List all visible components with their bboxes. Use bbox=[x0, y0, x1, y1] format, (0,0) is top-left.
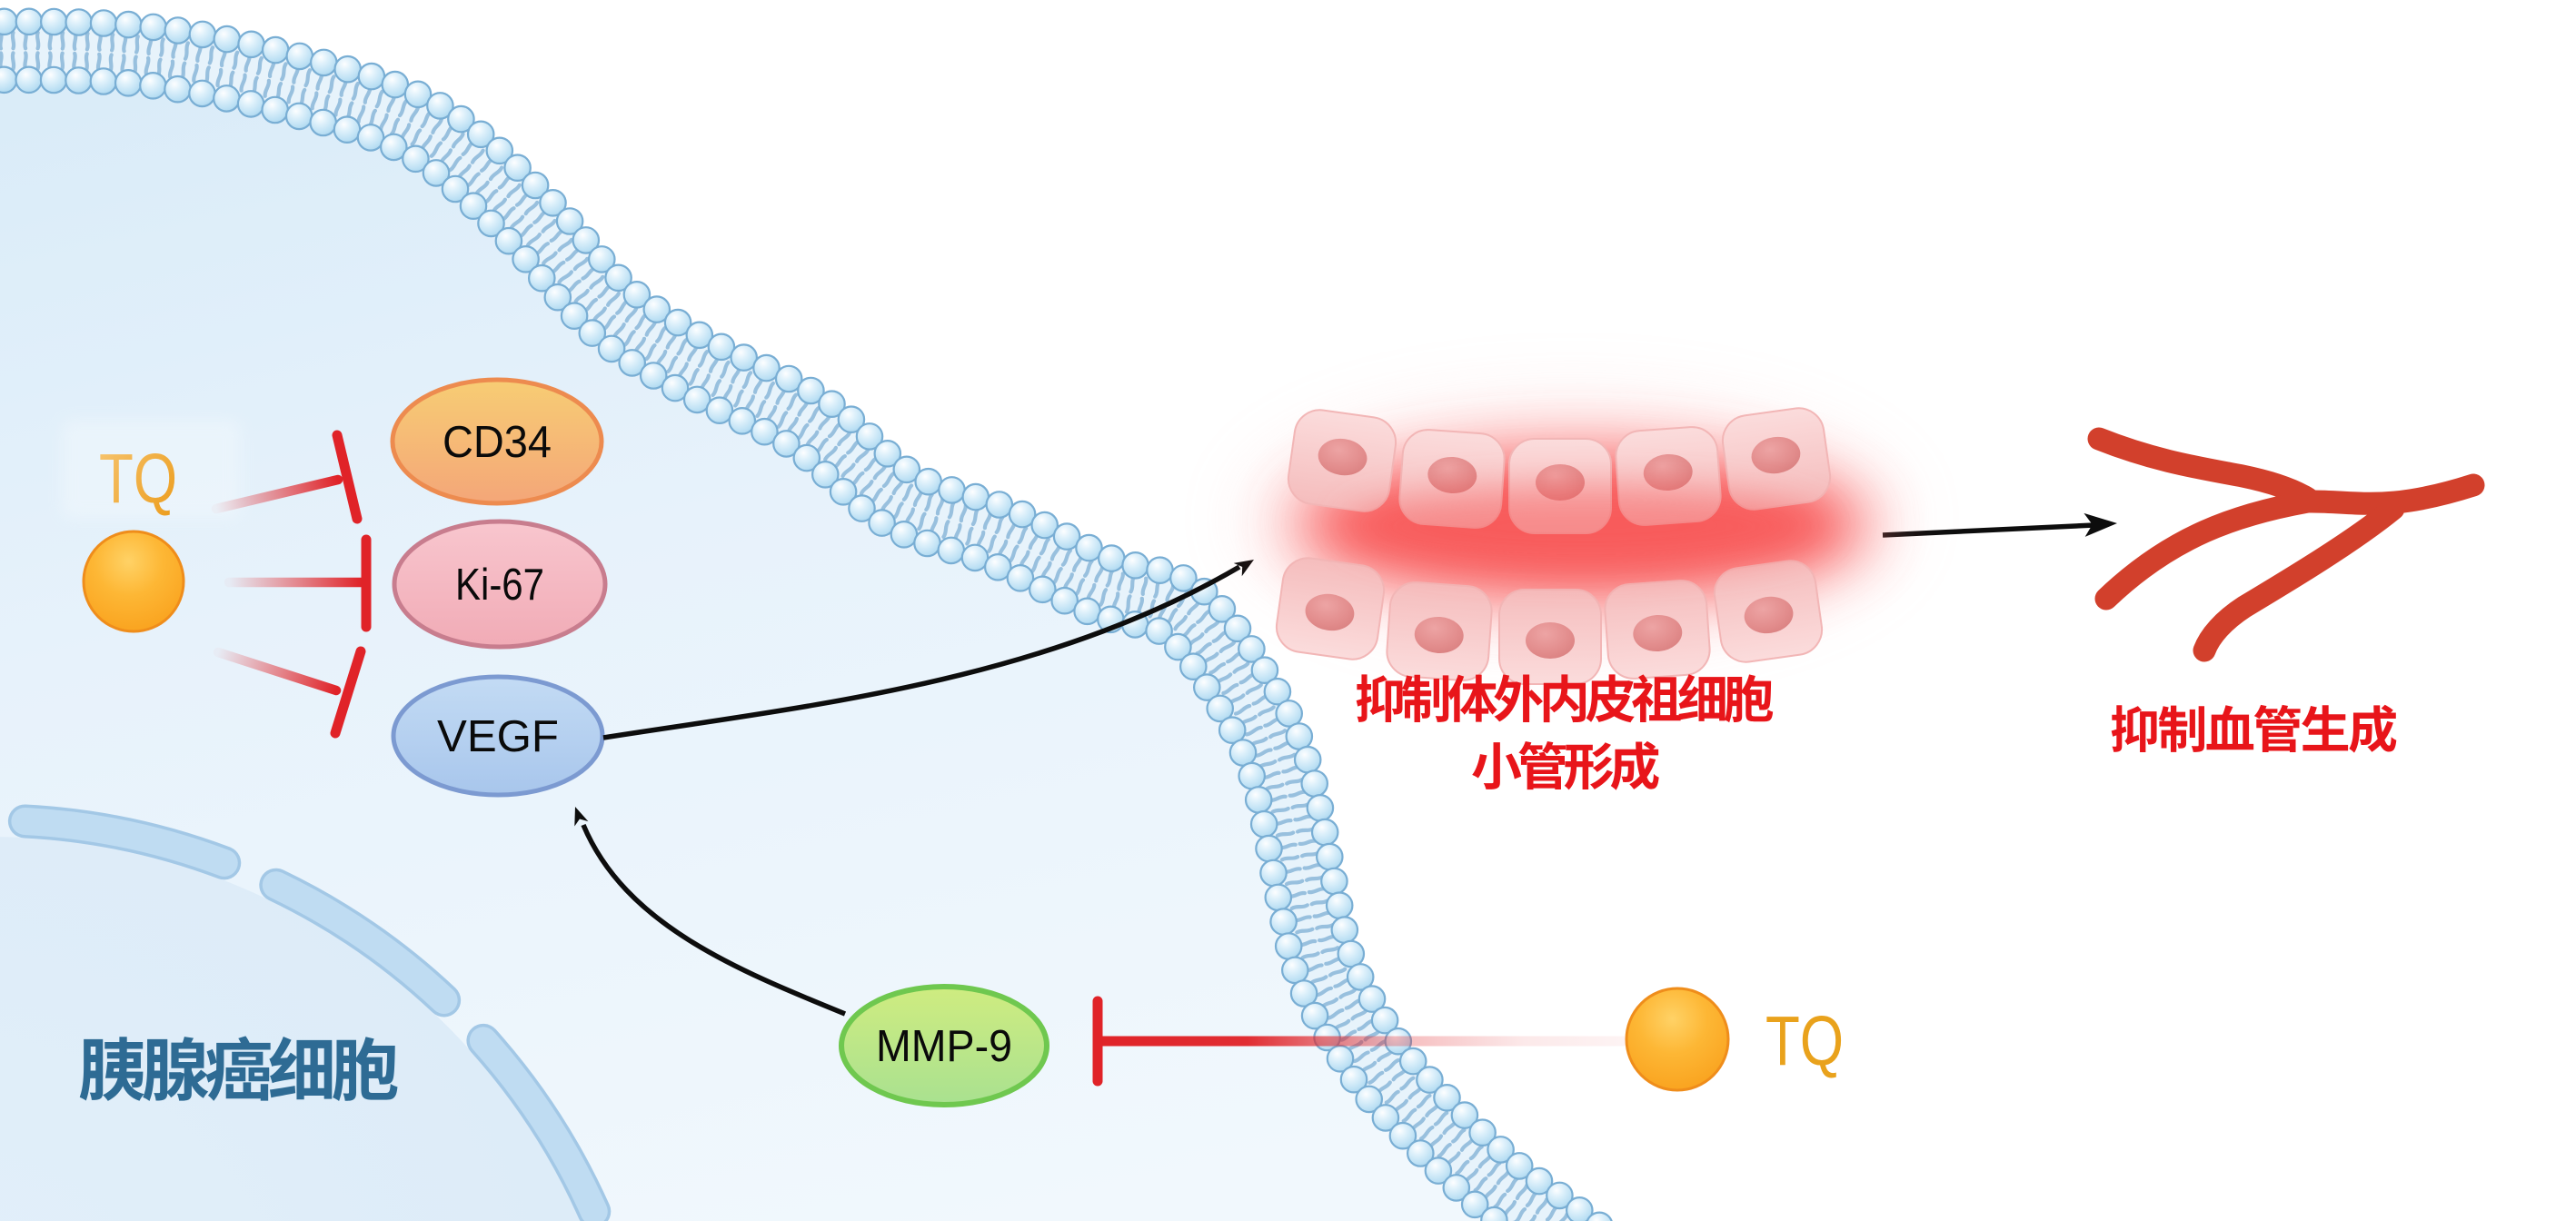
svg-text:Ki-67: Ki-67 bbox=[455, 561, 544, 610]
svg-text:VEGF: VEGF bbox=[437, 712, 559, 761]
svg-text:TQ: TQ bbox=[1765, 1002, 1844, 1080]
svg-text:MMP-9: MMP-9 bbox=[876, 1022, 1012, 1071]
svg-text:TQ: TQ bbox=[99, 440, 177, 518]
svg-text:CD34: CD34 bbox=[443, 418, 552, 467]
